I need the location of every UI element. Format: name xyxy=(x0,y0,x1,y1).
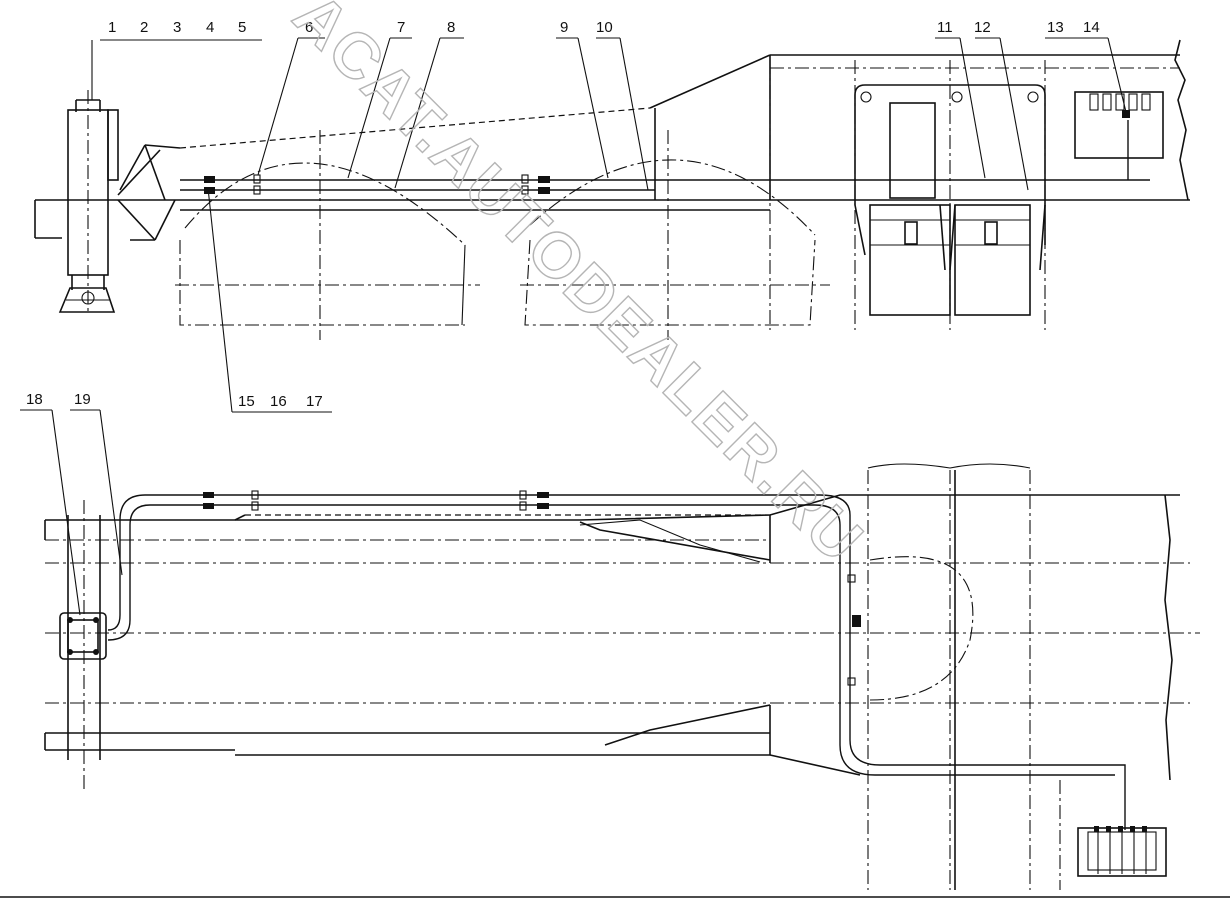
callout-4: 4 xyxy=(206,19,214,36)
callout-3: 3 xyxy=(173,19,181,36)
callout-leaders-top xyxy=(20,37,1127,616)
callout-9: 9 xyxy=(560,19,568,36)
callout-15: 15 xyxy=(238,393,255,410)
callout-18: 18 xyxy=(26,391,43,408)
watermark-text: ACAT.AUTODEALER.RU xyxy=(280,0,878,577)
callout-1: 1 xyxy=(108,19,116,36)
callout-13: 13 xyxy=(1047,19,1064,36)
callout-11: 11 xyxy=(937,19,953,36)
callout-6: 6 xyxy=(305,19,313,36)
callout-12: 12 xyxy=(974,19,991,36)
side-elevation-view xyxy=(34,39,1190,340)
plan-view xyxy=(44,463,1200,890)
callout-19: 19 xyxy=(74,391,91,408)
callout-16: 16 xyxy=(270,393,287,410)
callout-10: 10 xyxy=(596,19,613,36)
callout-17: 17 xyxy=(306,393,323,410)
callout-2: 2 xyxy=(140,19,148,36)
callout-5: 5 xyxy=(238,19,246,36)
callout-7: 7 xyxy=(397,19,405,36)
callout-14: 14 xyxy=(1083,19,1100,36)
callout-numbers: 1 2 3 4 5 6 7 8 9 10 11 12 13 14 15 16 1… xyxy=(26,19,1100,410)
callout-8: 8 xyxy=(447,19,455,36)
